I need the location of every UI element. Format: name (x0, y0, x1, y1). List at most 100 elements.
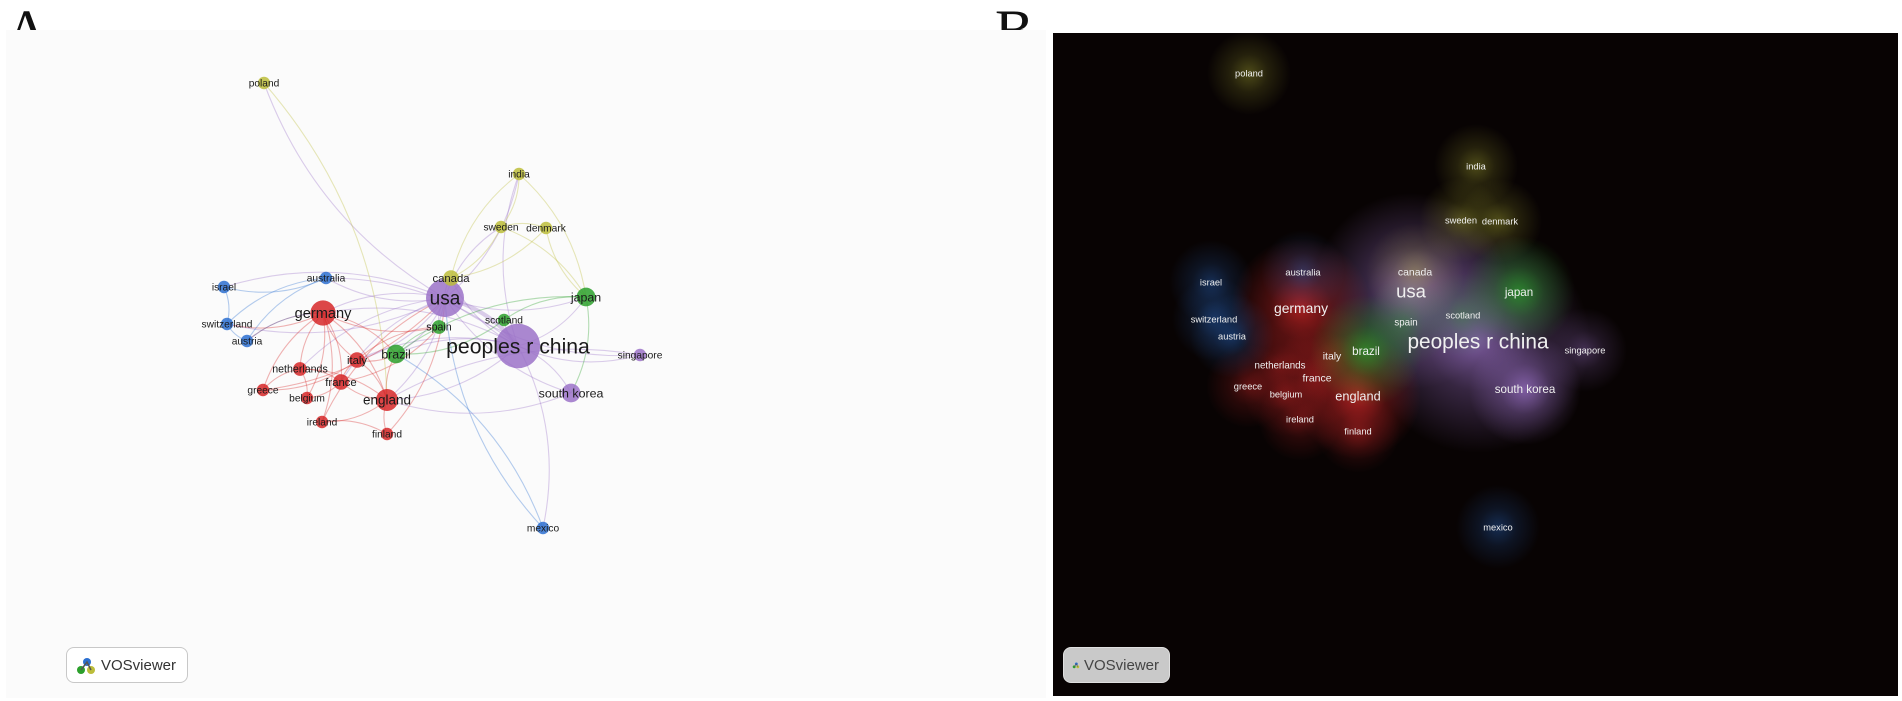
node-france[interactable] (333, 374, 349, 390)
node-ireland[interactable] (315, 415, 329, 429)
link-australia-israel (223, 277, 327, 293)
link-poland-england (263, 82, 388, 401)
link-sweden-japan (500, 226, 587, 298)
node-label-greece: greece (247, 386, 278, 397)
link-usa-switzerland (226, 297, 446, 334)
density-label-belgium[interactable]: belgium (1270, 389, 1303, 399)
density-blob-australia (1261, 230, 1345, 314)
density-visualization-panel: usa peoples r china south korea singapore ge… (1053, 33, 1898, 696)
link-china-germany (322, 307, 519, 347)
node-usa[interactable] (426, 279, 464, 317)
density-label-usa[interactable]: usa (1396, 280, 1427, 301)
link-germany-belgium (306, 312, 326, 399)
link-southkorea-england (386, 392, 572, 414)
node-scotland[interactable] (497, 313, 511, 327)
node-label-sweden: sweden (483, 223, 518, 234)
density-label-brazil[interactable]: brazil (1352, 345, 1380, 358)
node-brazil[interactable] (386, 344, 406, 364)
node-india[interactable] (512, 167, 526, 181)
density-label-greece[interactable]: greece (1234, 381, 1262, 391)
density-label-mexico[interactable]: mexico (1483, 522, 1512, 532)
density-label-finland[interactable]: finland (1344, 426, 1371, 436)
vosviewer-logo-text: VOSviewer (101, 656, 177, 674)
link-italy-greece (262, 359, 358, 391)
vosviewer-logo-icon (1072, 662, 1080, 669)
density-blob-singapore (1543, 308, 1627, 392)
node-netherlands[interactable] (293, 362, 307, 376)
link-usa-poland (263, 82, 446, 299)
density-label-austria[interactable]: austria (1218, 331, 1247, 341)
node-label-italy: italy (347, 355, 367, 367)
density-label-switzerland[interactable]: switzerland (1191, 314, 1238, 324)
node-label-denmark: denmark (526, 224, 567, 235)
node-spain[interactable] (432, 320, 446, 334)
density-label-germany[interactable]: germany (1274, 300, 1328, 316)
node-label-southkorea: south korea (539, 386, 604, 400)
link-usa-israel (223, 271, 446, 299)
node-label-india: india (508, 170, 530, 181)
density-label-ireland[interactable]: ireland (1286, 414, 1314, 424)
density-label-france[interactable]: france (1302, 374, 1331, 385)
density-label-scotland[interactable]: scotland (1446, 310, 1481, 320)
node-label-spain: spain (426, 322, 451, 334)
link-australia-austria (246, 277, 327, 342)
density-label-italy[interactable]: italy (1323, 352, 1342, 363)
node-finland[interactable] (380, 427, 394, 441)
node-china[interactable] (495, 323, 541, 369)
density-label-netherlands[interactable]: netherlands (1255, 360, 1306, 371)
node-italy[interactable] (349, 352, 365, 368)
node-label-germany: germany (295, 306, 352, 322)
node-germany[interactable] (310, 300, 336, 326)
node-mexico[interactable] (536, 521, 550, 535)
link-japan-southkorea (570, 296, 590, 394)
density-label-southkorea[interactable]: south korea (1495, 383, 1556, 396)
node-southkorea[interactable] (561, 383, 581, 403)
link-china-mexico (517, 345, 550, 529)
node-label-china: peoples r china (446, 335, 590, 358)
node-england[interactable] (376, 389, 398, 411)
density-label-poland[interactable]: poland (1235, 68, 1263, 78)
density-label-england[interactable]: england (1335, 388, 1380, 403)
density-label-canada[interactable]: canada (1398, 268, 1432, 279)
node-israel[interactable] (217, 280, 231, 294)
node-denmark[interactable] (539, 221, 553, 235)
link-canada-india (450, 173, 520, 279)
node-label-belgium: belgium (289, 394, 325, 405)
density-label-india[interactable]: india (1466, 161, 1486, 171)
density-label-denmark[interactable]: denmark (1482, 216, 1519, 226)
node-japan[interactable] (576, 287, 596, 307)
node-singapore[interactable] (633, 348, 647, 362)
density-label-sweden[interactable]: sweden (1445, 215, 1477, 225)
density-label-singapore[interactable]: singapore (1565, 345, 1606, 355)
density-label-japan[interactable]: japan (1504, 286, 1533, 299)
density-label-china[interactable]: peoples r china (1407, 330, 1548, 353)
link-mexico-usa (444, 297, 544, 529)
node-label-england: england (363, 393, 411, 408)
node-label-usa: usa (430, 289, 461, 310)
node-label-poland: poland (249, 79, 280, 90)
density-label-spain[interactable]: spain (1394, 317, 1417, 328)
link-canada-denmark (450, 227, 547, 279)
node-label-netherlands: netherlands (272, 364, 328, 376)
vosviewer-logo-icon (77, 658, 95, 674)
node-sweden[interactable] (494, 220, 508, 234)
node-greece[interactable] (256, 383, 270, 397)
node-switzerland[interactable] (220, 317, 234, 331)
link-ireland-finland (321, 420, 388, 435)
density-blob-austria (1190, 294, 1274, 378)
node-australia[interactable] (319, 271, 333, 285)
link-italy-spain (356, 326, 440, 361)
density-blob-scotland (1421, 273, 1505, 357)
link-mexico-brazil (395, 353, 544, 529)
node-label-israel: israel (212, 283, 236, 294)
node-canada[interactable] (443, 270, 459, 286)
node-belgium[interactable] (300, 391, 314, 405)
density-label-israel[interactable]: israel (1200, 277, 1222, 287)
density-blob-poland (1207, 33, 1291, 115)
node-austria[interactable] (240, 334, 254, 348)
density-label-australia[interactable]: australia (1285, 267, 1321, 277)
node-poland[interactable] (257, 76, 271, 90)
density-label-layer: usa peoples r china south korea singapore ge… (1191, 68, 1606, 532)
